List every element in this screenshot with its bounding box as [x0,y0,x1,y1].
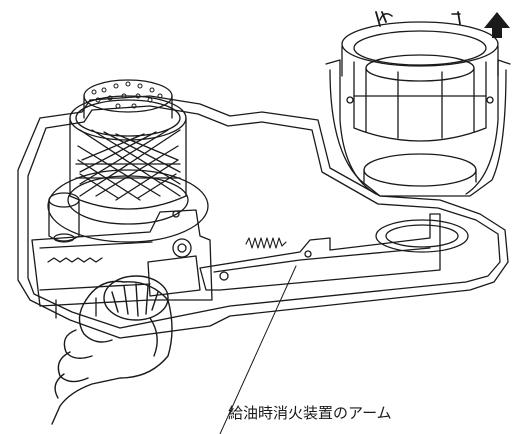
chassis-inner-rim [27,105,501,329]
extinguisher-arm [199,213,441,291]
tension-spring [245,237,287,249]
mechanism-bracket [31,209,213,319]
callout-label: 給油時消火装置のアーム [228,404,392,422]
rotary-knob [103,275,169,321]
burner-opening [375,219,469,253]
up-arrow-icon [484,12,510,38]
chassis-outline [17,95,509,339]
cylinder-knob [48,192,80,243]
combustion-cylinder [325,11,511,197]
burner-drum [47,79,209,243]
callout-leader-line [219,265,297,434]
hand-illustration [51,275,173,425]
